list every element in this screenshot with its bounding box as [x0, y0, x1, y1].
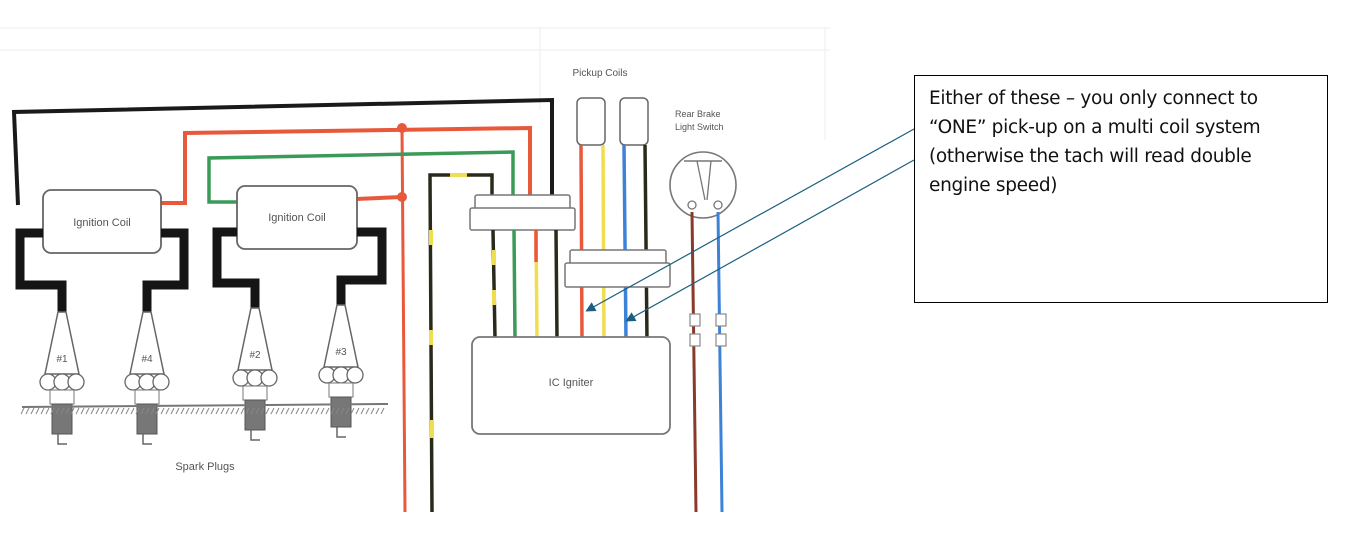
- background-ghost-table: [0, 27, 830, 140]
- wire-pickup-red: [579, 144, 584, 341]
- ic-igniter: IC Igniter: [471, 336, 671, 435]
- ignition-coil-1: Ignition Coil: [42, 189, 162, 254]
- ht-leads: [15, 227, 387, 312]
- ignition-coil-2-label: Ignition Coil: [268, 212, 325, 224]
- engine-ground: [20, 403, 389, 415]
- spark-plug: #4: [124, 311, 170, 445]
- annotation-text: Either of these – you only connect to “O…: [929, 88, 1261, 196]
- annotation-arrow-blue-pickup: [625, 159, 915, 322]
- connector-2: [564, 249, 671, 288]
- wire-junction: [397, 192, 407, 202]
- wire-black-down-2: [554, 229, 559, 339]
- rear-brake-label: Rear Brake: [675, 109, 721, 119]
- pickup-coils-label: Pickup Coils: [572, 68, 627, 79]
- spark-plug-number: #3: [335, 347, 347, 358]
- wire-green: [207, 150, 515, 205]
- light-switch-label: Light Switch: [675, 122, 724, 132]
- connector-1: [469, 194, 576, 231]
- annotation-arrow-red-pickup: [585, 128, 915, 312]
- brake-connectors: [689, 313, 727, 347]
- wire-red-coil2: [355, 195, 403, 201]
- spark-plug-number: #1: [56, 354, 68, 365]
- wire-green-down: [512, 229, 517, 339]
- ignition-coil-2: Ignition Coil: [236, 185, 358, 250]
- pickup-coil-2: [619, 97, 649, 146]
- annotation-callout-box: Either of these – you only connect to “O…: [914, 75, 1328, 303]
- wire-pickup-blue: [622, 144, 628, 341]
- ignition-coil-1-label: Ignition Coil: [73, 217, 130, 229]
- wire-red-top: [160, 125, 532, 205]
- spark-plug-number: #4: [141, 354, 153, 365]
- spark-plugs: #1 #4 #2 #3: [39, 304, 364, 445]
- spark-plug: #2: [232, 307, 278, 441]
- spark-plug: #3: [318, 304, 364, 438]
- wire-pickup-yellow: [601, 144, 606, 341]
- wire-pickup-black: [643, 144, 649, 341]
- wire-black-down: [491, 229, 497, 339]
- wire-black-top: [11, 97, 554, 206]
- ic-igniter-label: IC Igniter: [549, 377, 594, 389]
- wire-yellow-stripe: [429, 230, 434, 438]
- rear-brake-switch: [669, 151, 737, 219]
- pickup-coil-1: [576, 97, 606, 146]
- wire-red-vertical: [400, 127, 407, 513]
- spark-plug-number: #2: [249, 350, 261, 361]
- wire-blue-brake: [716, 211, 724, 513]
- spark-plug: #1: [39, 311, 85, 445]
- wire-brown: [690, 211, 698, 513]
- spark-plugs-label: Spark Plugs: [175, 461, 235, 473]
